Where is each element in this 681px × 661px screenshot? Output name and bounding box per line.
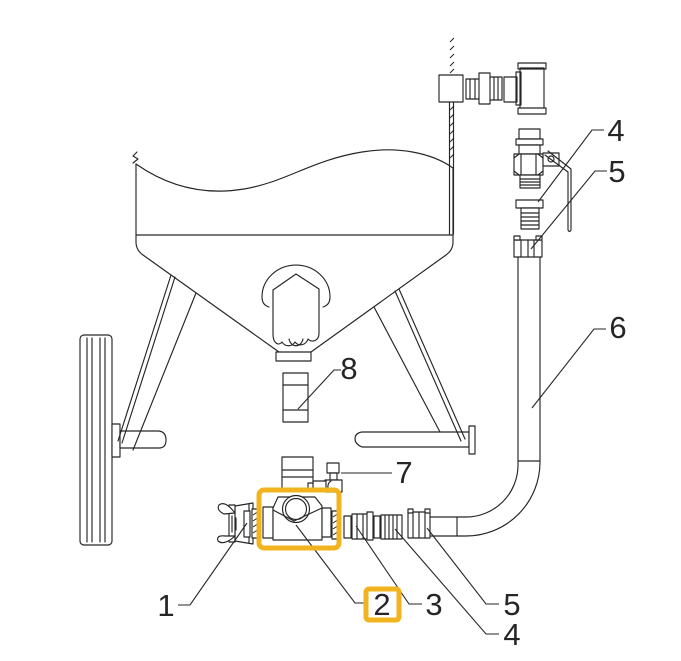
hose-clamp-hatch-left	[252, 510, 260, 534]
nipple-body	[282, 372, 309, 423]
valve-seat-lines	[272, 507, 323, 522]
pop-up-valve	[261, 264, 331, 347]
axle-tube	[119, 430, 167, 449]
bleed-valve-stem	[329, 472, 338, 481]
nipple-bands	[282, 384, 309, 411]
leader-1	[178, 522, 248, 606]
inlet-block	[438, 74, 464, 103]
callout-5-bottom-label: 5	[503, 587, 520, 622]
valve-right-flange	[321, 507, 332, 538]
tank-break-line-top	[135, 149, 454, 192]
grit-valve-assembly	[217, 456, 431, 545]
valve-port-outer	[281, 494, 311, 524]
top-inlet-assembly	[438, 37, 547, 235]
callout-7-label: 7	[395, 455, 412, 490]
tank-break-zigzag	[132, 151, 139, 164]
tank-cone	[135, 234, 454, 353]
hose-clamp-hatch-right	[332, 512, 340, 536]
outlet-nipple-part8	[282, 372, 309, 423]
callout-5-top-label: 5	[608, 154, 625, 189]
thread-adapter-body	[380, 514, 403, 540]
callout-8-label: 8	[340, 351, 357, 386]
hex-nipple-part3	[351, 511, 374, 541]
tank-shell	[135, 163, 454, 236]
callout-4-bottom-label: 4	[503, 617, 520, 652]
hose-nut-part5	[407, 508, 431, 539]
blast-pot-tank	[132, 149, 454, 362]
leader-8	[297, 369, 341, 410]
hose-nut-facets-top	[520, 239, 535, 258]
hex-nipple-top-facets	[469, 76, 499, 101]
valve-left-flange	[262, 506, 274, 539]
leader-lines	[178, 129, 607, 635]
hose-nut-ears-top	[513, 235, 543, 241]
cone-outlet-flange	[275, 351, 312, 362]
hose-nut-facets	[412, 511, 426, 539]
callout-3-label: 3	[425, 587, 442, 622]
pipe-outer-edge	[429, 256, 541, 537]
callout-labels: 1 2 3 4 5 4 5 6 7 8	[157, 113, 626, 652]
wheel-tread-lines	[86, 337, 106, 543]
leader-5-top	[530, 170, 607, 250]
right-foot-tube	[354, 431, 470, 448]
callout-6-label: 6	[609, 310, 626, 345]
thread-adapter-lines	[384, 514, 398, 540]
left-leg	[117, 274, 197, 451]
hex-nipple-top	[465, 72, 503, 105]
right-foot-flange	[468, 425, 476, 455]
valve-body	[513, 153, 544, 176]
spacer-ring-left	[343, 515, 352, 539]
right-leg	[373, 288, 466, 442]
valve-top-neck	[518, 144, 541, 155]
hose-shank-ring	[243, 510, 251, 538]
valve-thread-lines	[519, 178, 541, 186]
claw-top-hook	[217, 503, 236, 515]
pop-up-body	[272, 273, 320, 347]
callout-2-label: 2	[373, 587, 390, 622]
hex-nipple-body	[351, 513, 369, 540]
grit-valve-body-part2	[262, 494, 332, 541]
pop-up-dome	[261, 264, 331, 308]
union-thread-lines	[520, 212, 540, 226]
blast-pipe-part6	[429, 256, 541, 537]
pipe-inner-edge	[429, 256, 519, 518]
lever-bolt	[547, 155, 555, 163]
valve-top-collar	[515, 138, 544, 146]
highlight-box-part-2	[256, 487, 342, 551]
wheel	[79, 334, 113, 546]
thread-adapter-part4	[380, 514, 403, 540]
tee-fitting	[503, 62, 547, 115]
valve-body-facets	[513, 153, 544, 176]
ball-valve-assembly	[513, 128, 572, 258]
bleed-valve-cap	[326, 462, 340, 474]
claw-bottom-hook	[217, 535, 236, 544]
wheel-hub	[111, 423, 121, 458]
dashed-drop-line	[449, 37, 455, 74]
hex-nipple-collar	[366, 511, 374, 541]
pipe-joint-marks	[456, 460, 541, 537]
drop-pipe-hatch	[449, 105, 455, 159]
leader-4-bottom	[394, 528, 499, 635]
highlight-box-label-2	[363, 586, 402, 623]
valve-top-plug	[518, 128, 541, 140]
actuator-stack-bands	[281, 469, 314, 478]
callout-4-top-label: 4	[607, 113, 624, 148]
leader-4-top	[537, 129, 604, 203]
callout-1-label: 1	[157, 588, 174, 623]
leader-2	[295, 524, 365, 604]
spacer-ring-right	[373, 515, 381, 539]
union-body-part4-top	[520, 207, 540, 230]
leader-3	[355, 525, 422, 605]
claw-pin-lines	[231, 515, 237, 533]
valve-lever-handle	[544, 150, 572, 233]
leader-6	[531, 328, 606, 409]
leader-5-bottom	[426, 527, 499, 605]
wheel-assembly	[79, 334, 167, 546]
